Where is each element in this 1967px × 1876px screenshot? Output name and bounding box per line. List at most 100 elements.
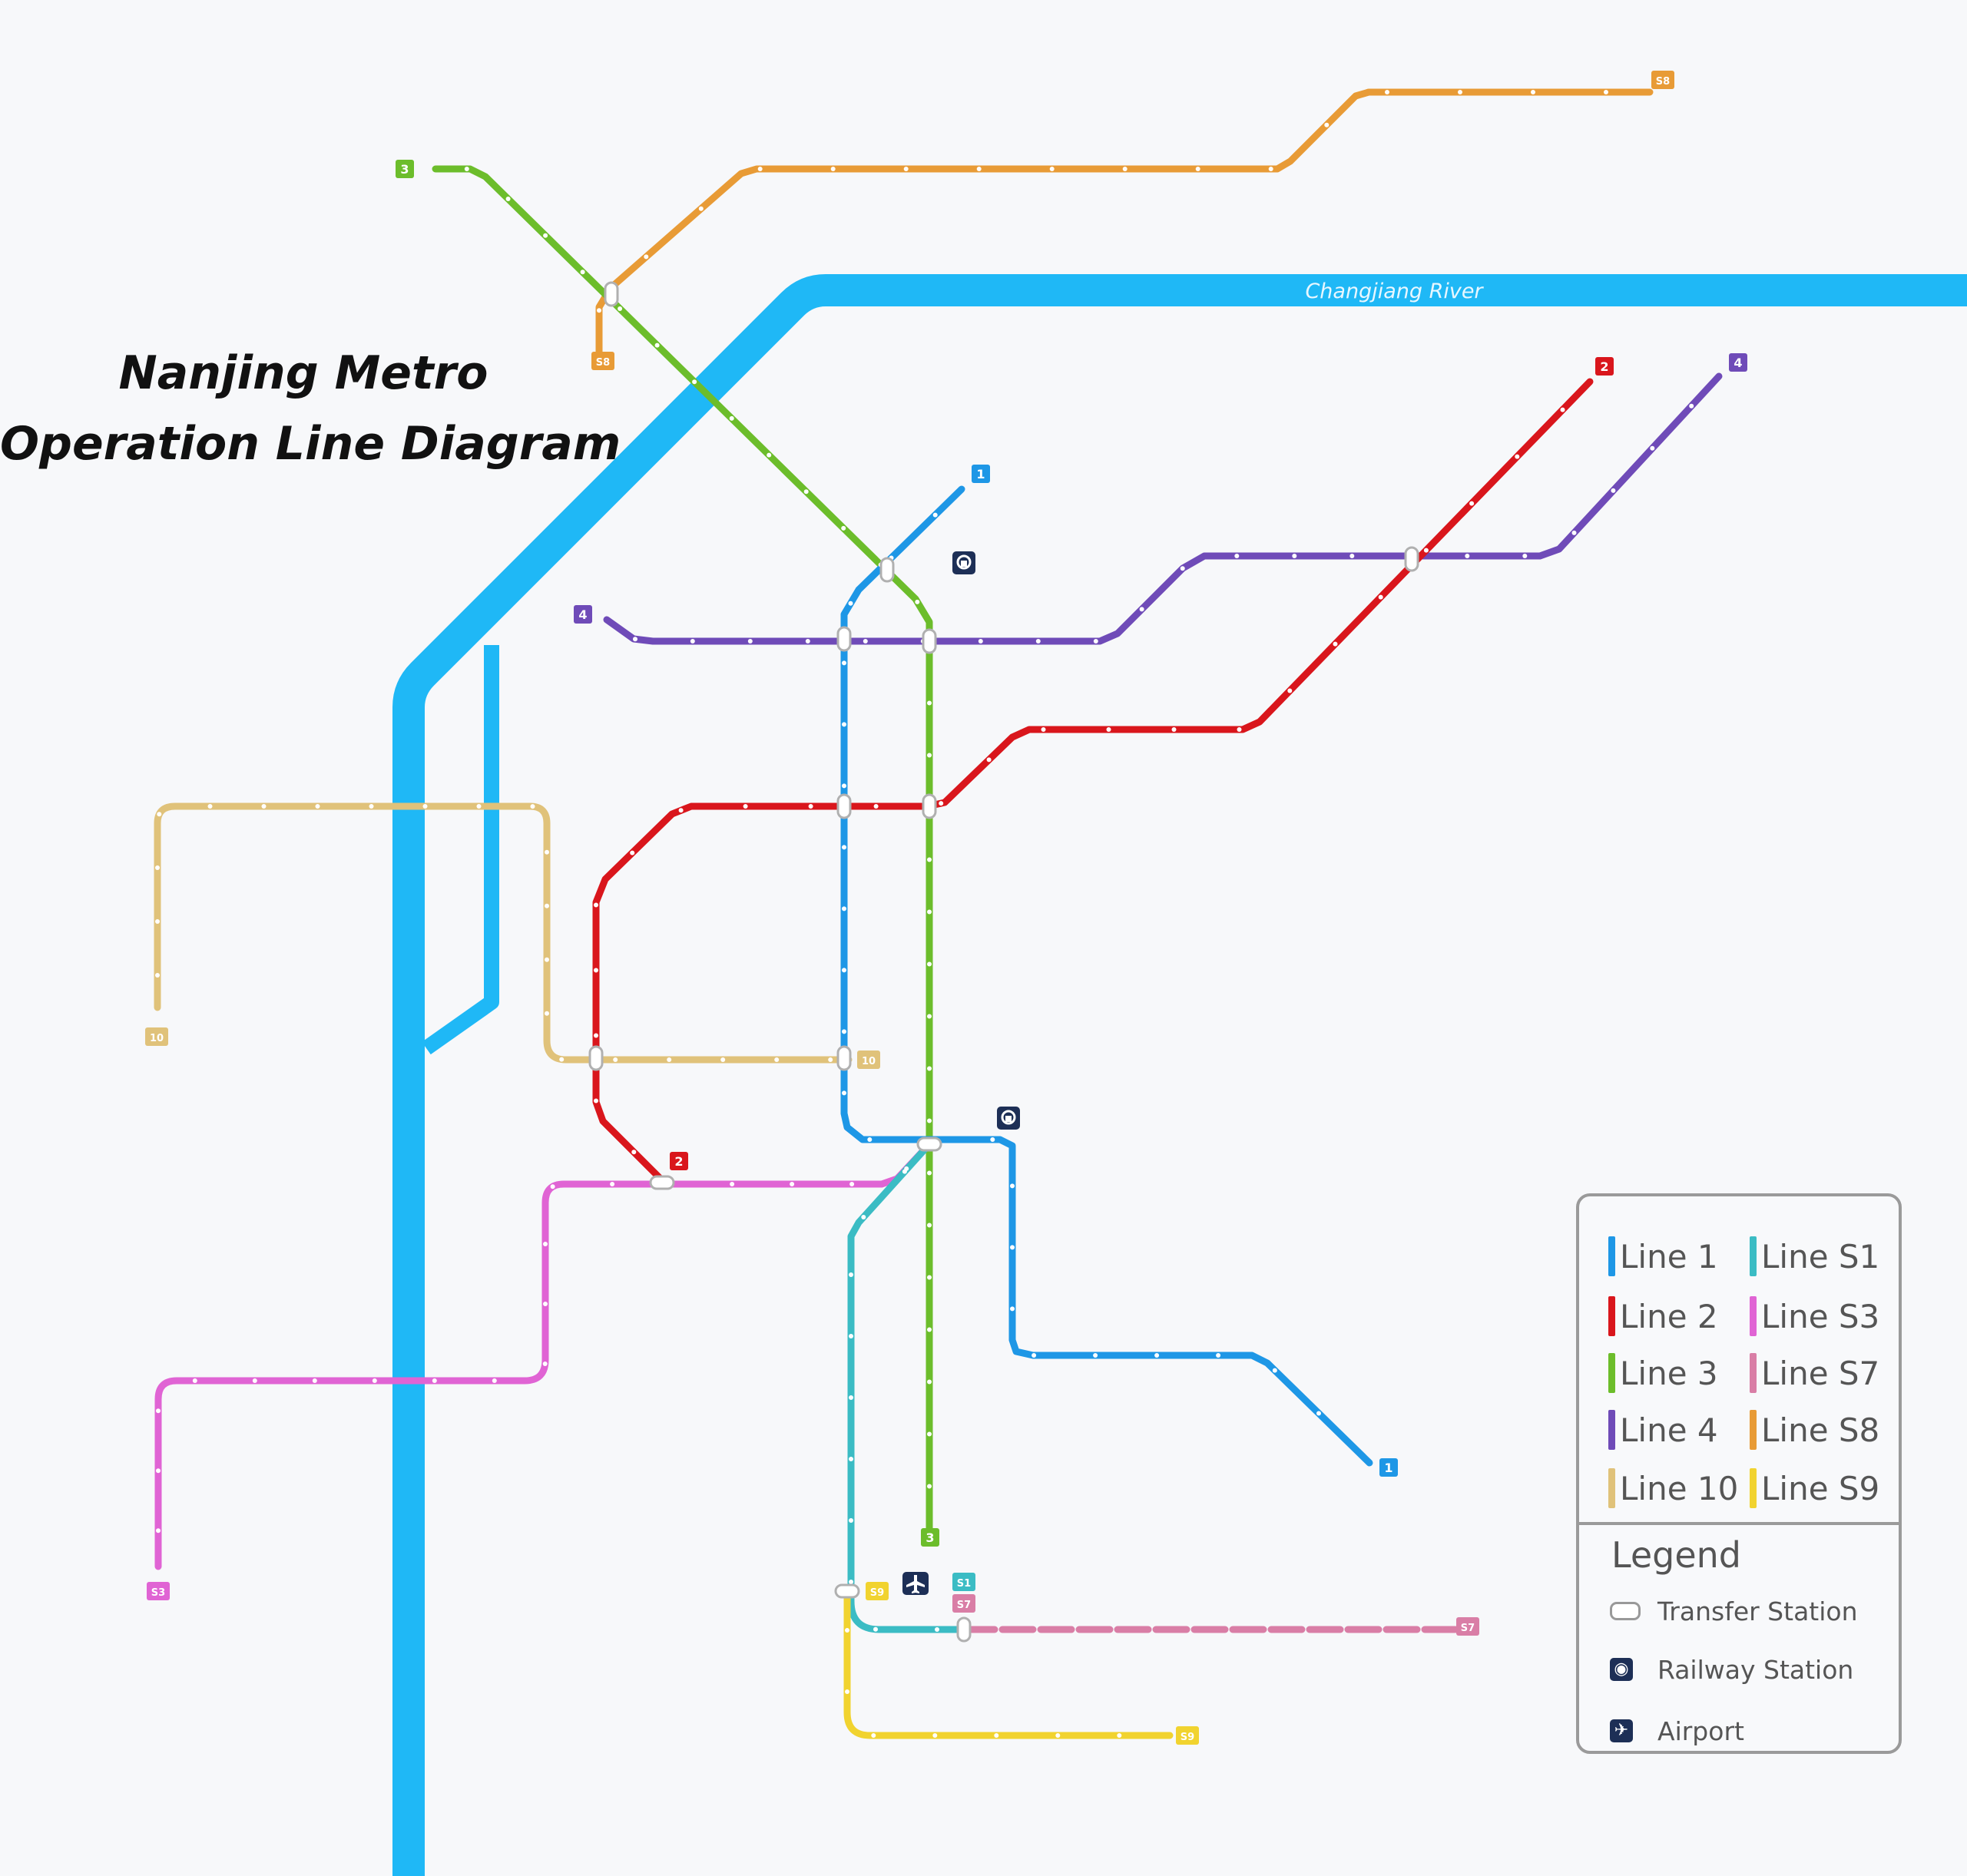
station-dot [842,660,846,666]
station-dot [1515,454,1520,459]
station-dot [698,206,704,211]
station-dot [1689,403,1694,409]
station-dot [849,1518,853,1523]
station-dot [545,903,549,908]
station-dot [505,197,511,201]
station-dot [1117,1733,1122,1738]
station-dot [690,639,695,644]
station-dot [156,1468,161,1474]
station-dot [155,865,160,870]
station-dot [845,1689,849,1694]
changjiang-river [392,274,1967,1876]
station-dot [842,1090,846,1096]
line-1-route [840,485,1373,1467]
airport-icon: ✈ [1610,1719,1633,1742]
station-dot [927,1118,932,1123]
station-dot [1385,90,1389,94]
terminal-label: 1 [976,467,985,481]
station-dot [848,601,853,606]
station-dot [1180,566,1185,571]
station-dot [261,804,267,809]
legend-swatch [1750,1236,1757,1276]
legend-swatch [1608,1296,1615,1336]
station-dot [156,1528,161,1534]
station-dot [842,845,846,850]
station-dot [808,804,813,809]
station-dot [1378,594,1383,600]
terminal-label: S7 [957,1600,971,1611]
legend-divider [1579,1522,1899,1525]
station-dot [1571,530,1577,535]
transfer-station-icon [1610,1602,1641,1620]
station-dot [927,909,932,915]
line-s1-terminal: S1 [952,1573,975,1591]
line-2-terminal-west: 2 [670,1152,688,1170]
station-dot [530,804,535,809]
station-dot [849,1334,853,1338]
station-dot [873,1626,878,1632]
station-dot [1458,90,1462,94]
transfer-station-icon [588,1045,604,1071]
river-branch [422,645,499,1055]
legend-item-line-4: Line 4 [1608,1407,1718,1453]
legend-item-line-s7: Line S7 [1750,1350,1879,1396]
station-dot [1216,1353,1221,1358]
station-dot [252,1378,257,1383]
line-s3-terminal: S3 [147,1582,170,1600]
line-4-route [603,372,1723,645]
transfer-station-icon [836,793,852,819]
station-dot [927,1275,932,1280]
station-dot [849,1580,853,1584]
station-dot [207,804,213,809]
station-dot [935,1627,939,1632]
station-dot [1010,1245,1015,1250]
station-dot [1122,167,1128,171]
station-dot [1154,1353,1160,1358]
station-dot [842,968,846,973]
line-s9-route [843,1590,1174,1739]
station-dot [594,1033,598,1038]
station-dot [927,1431,932,1437]
station-dot [1522,554,1528,558]
legend-key-airport: ✈ Airport [1610,1709,1744,1752]
station-dot [774,1057,780,1062]
station-dot [654,342,660,348]
legend-item-line-s3: Line S3 [1750,1293,1879,1339]
station-dot [613,1057,618,1062]
railway-station-icon [997,1107,1020,1130]
station-dot [543,233,548,238]
station-dot [927,857,932,862]
station-dot [790,1182,795,1186]
station-dot [986,757,992,763]
line-s7-terminal-east: S7 [1456,1617,1479,1636]
station-dot [1032,1353,1037,1358]
line-s3-route [154,1140,933,1570]
station-dot [830,167,836,171]
station-dot [873,804,879,809]
station-dot [594,902,598,908]
station-dot [422,804,428,809]
terminal-label: S8 [1656,76,1670,88]
station-dot [1041,727,1046,732]
line-10-route [154,802,853,1064]
station-dot [1469,501,1475,506]
station-dot [805,639,810,644]
station-dot [1234,554,1240,558]
station-dot [372,1378,377,1383]
legend-key-transfer: Transfer Station [1610,1590,1858,1633]
station-dot [927,1066,932,1071]
legend-swatch [1750,1468,1757,1508]
legend-key-railway-label: Railway Station [1657,1654,1854,1685]
station-dot [432,1378,437,1383]
station-dot [871,1733,876,1738]
terminal-label: S7 [1461,1623,1475,1634]
station-dot [849,1457,853,1461]
line-4-terminal-west: 4 [574,605,592,624]
map-title: Nanjing Metro Operation Line Diagram [0,338,621,479]
legend-item-label: Line S8 [1761,1411,1880,1449]
terminal-label: S9 [1181,1732,1194,1743]
station-dot [729,415,734,421]
legend-item-line-s1: Line S1 [1750,1233,1879,1279]
